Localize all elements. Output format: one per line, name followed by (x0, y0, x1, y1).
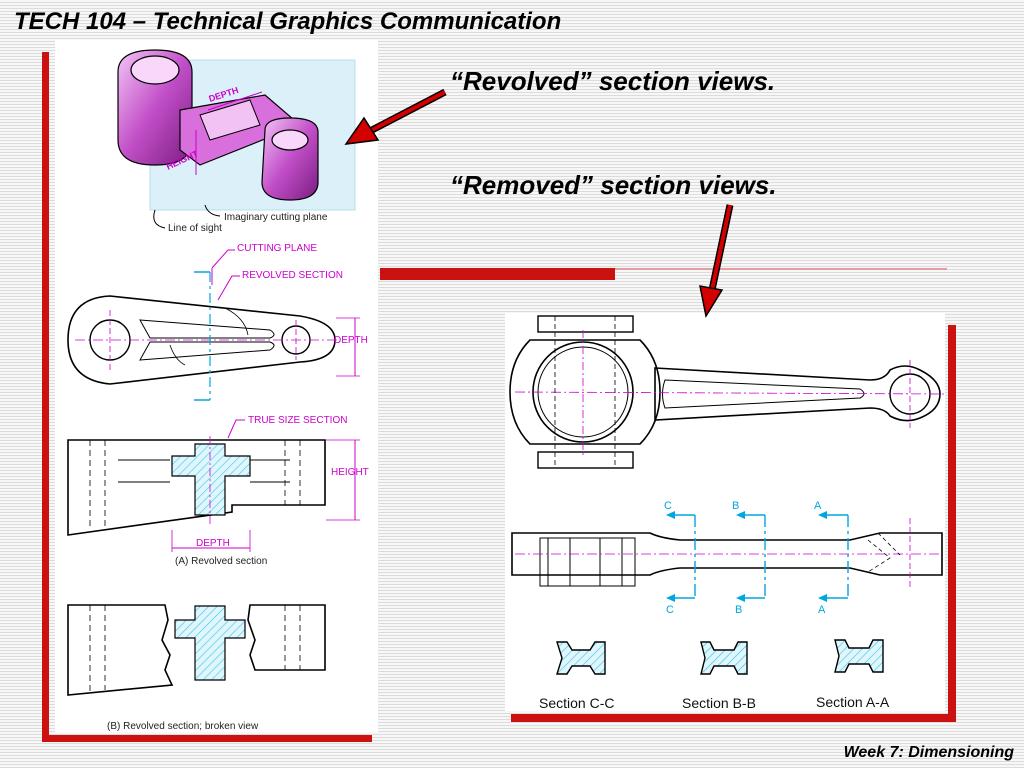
isometric-part-drawing: DEPTH HEIGHT Imaginary cutting plane Lin… (117, 49, 356, 234)
height-dimension-label: HEIGHT (331, 467, 369, 478)
revolved-callout: “Revolved” section views. (450, 66, 776, 96)
left-bottom-bar (42, 735, 372, 742)
top-view-drawing: CUTTING PLANE REVOLVED SECTION DEPTH (67, 243, 368, 401)
depth-bottom-dimension-label: DEPTH (196, 538, 230, 549)
true-size-section-label: TRUE SIZE SECTION (248, 415, 347, 426)
connecting-rod-top-view (509, 315, 946, 469)
section-b-b-label: Section B-B (682, 695, 756, 711)
cutting-plane-b: B B (732, 500, 766, 616)
middle-divider-thin-line (615, 268, 947, 270)
removed-section-figure: C C B B A A Section C-C Section B-B Sect… (505, 313, 946, 711)
connecting-rod-front-view (511, 518, 943, 590)
section-b-b-shape (700, 641, 748, 675)
section-a-a-shape (834, 639, 884, 673)
section-a-a-label: Section A-A (816, 694, 890, 710)
cut-label-a-bottom: A (818, 604, 826, 616)
caption-revolved-section: (A) Revolved section (175, 556, 267, 567)
section-c-c-label: Section C-C (539, 695, 614, 711)
imaginary-cutting-plane-label: Imaginary cutting plane (224, 212, 328, 223)
cut-label-b-bottom: B (735, 604, 742, 616)
removed-callout: “Removed” section views. (450, 170, 777, 200)
cut-label-c-bottom: C (666, 604, 674, 616)
cut-label-b-top: B (732, 500, 739, 512)
slide-title: TECH 104 – Technical Graphics Communicat… (14, 8, 562, 35)
middle-divider-bar (380, 268, 615, 280)
revolved-section-drawing: DEPTH HEIGHT Imaginary cutting plane Lin… (67, 49, 369, 732)
right-bottom-bar (511, 714, 956, 722)
right-accent-bar (948, 325, 956, 721)
section-c-c-shape (556, 641, 606, 675)
depth-dimension-label: DEPTH (334, 335, 368, 346)
left-accent-bar (42, 52, 49, 742)
removed-section-drawing: C C B B A A Section C-C Section B-B Sect… (509, 315, 946, 711)
cutting-plane-label: CUTTING PLANE (237, 243, 317, 254)
cutting-plane-c: C C (664, 500, 696, 616)
broken-view-drawing: (B) Revolved section; broken view (67, 604, 326, 732)
slide-footer: Week 7: Dimensioning (843, 744, 1014, 761)
front-view-revolved-drawing: TRUE SIZE SECTION HEIGHT DEPTH (A) Revol… (67, 415, 369, 567)
revolved-section-figure: DEPTH HEIGHT Imaginary cutting plane Lin… (55, 40, 378, 732)
revolved-section-label: REVOLVED SECTION (242, 270, 343, 281)
removed-arrow (699, 204, 734, 319)
cut-label-c-top: C (664, 500, 672, 512)
cut-label-a-top: A (814, 500, 822, 512)
caption-broken-view: (B) Revolved section; broken view (107, 721, 259, 732)
line-of-sight-label: Line of sight (168, 223, 222, 234)
cutting-plane-a: A A (814, 500, 849, 616)
